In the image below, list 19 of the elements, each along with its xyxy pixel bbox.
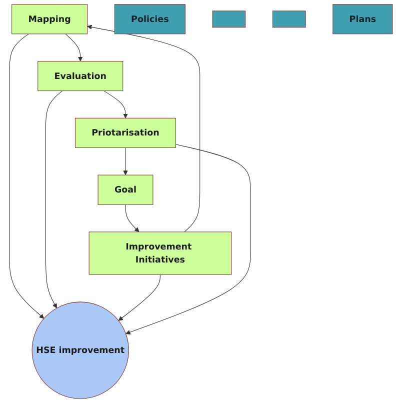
arrow (125, 144, 250, 334)
node-box: Policies (114, 4, 186, 34)
node-box: Evaluation (37, 60, 123, 92)
arrow (44, 90, 62, 308)
node-box: Mapping (11, 4, 88, 34)
node-box: Improvement Initiatives (88, 232, 232, 275)
node-circle: HSE improvement (31, 302, 129, 399)
node-box: Plans (332, 4, 392, 34)
arrow (8, 34, 44, 319)
arrow (64, 34, 82, 62)
arrow (118, 274, 160, 321)
arrow (122, 147, 128, 176)
arrow (103, 90, 128, 118)
node-box (272, 10, 306, 28)
arrow (86, 24, 200, 232)
node-box (212, 10, 246, 28)
arrow (124, 204, 139, 232)
node-box: Priotarisation (74, 118, 176, 148)
node-box: Goal (97, 174, 153, 205)
